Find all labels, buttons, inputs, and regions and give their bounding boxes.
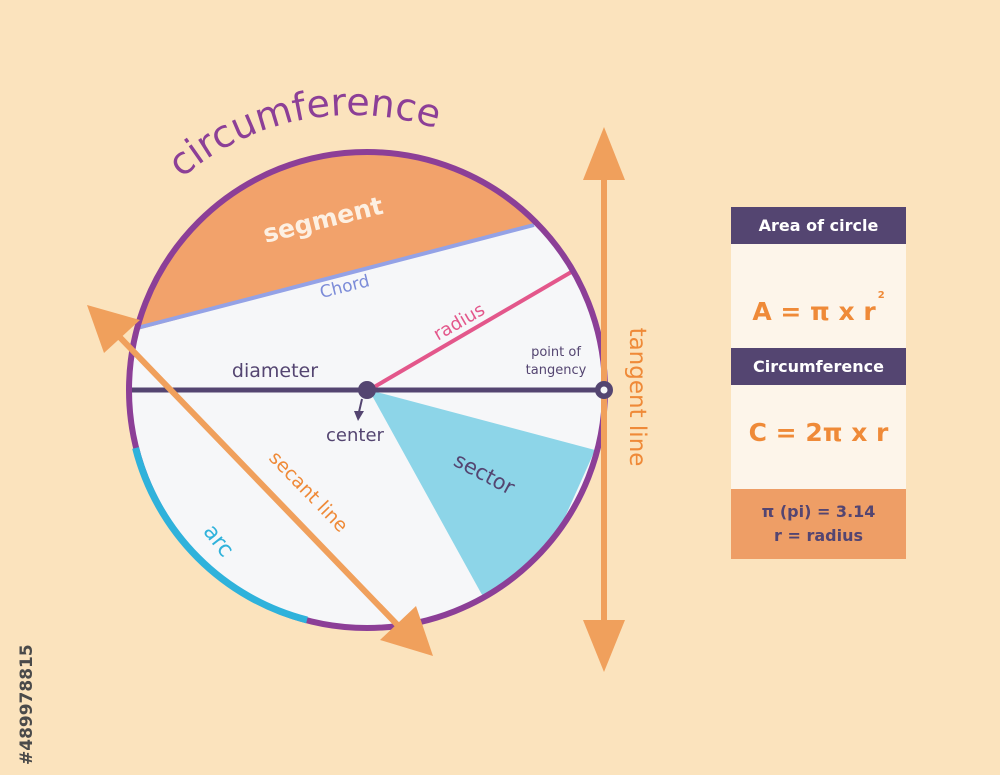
area-formula-box: A = π x r2 [731,244,906,348]
pi-note: π (pi) = 3.14 [761,502,876,521]
secant-arrow-end [380,606,433,656]
point-of-tangency-label-line2: tangency [526,363,587,378]
tangent-arrow-top [583,127,625,180]
center-pointer-head [354,411,364,421]
pi-note-box: π (pi) = 3.14 r = radius [731,489,906,559]
center-label: center [326,425,385,446]
secant-line [105,322,415,643]
center-pointer [358,398,363,413]
tangency-point-inner [600,386,608,394]
tangent-arrow-bottom [583,620,625,672]
arc-highlight [132,447,308,624]
diameter-label: diameter [232,360,318,382]
sector-region [369,390,595,628]
point-of-tangency-label-line1: point of [531,345,581,360]
radius-line [367,269,575,392]
circumference-formula: C = 2π x r [731,385,906,489]
area-exponent: 2 [877,290,885,301]
tangent-line-label: tangent line [624,328,650,467]
area-header: Area of circle [731,207,906,244]
center-point [358,381,376,399]
secant-arrow-start [87,305,140,353]
formula-panel: Area of circle A = π x r2 Circumference … [731,207,906,559]
r-note: r = radius [774,526,863,545]
stock-id-watermark: #489978815 [14,535,37,765]
chord-line [136,223,535,330]
area-formula: A = π x r [752,297,876,326]
circumference-header: Circumference [731,348,906,385]
stock-id-text: #489978815 [17,644,37,765]
